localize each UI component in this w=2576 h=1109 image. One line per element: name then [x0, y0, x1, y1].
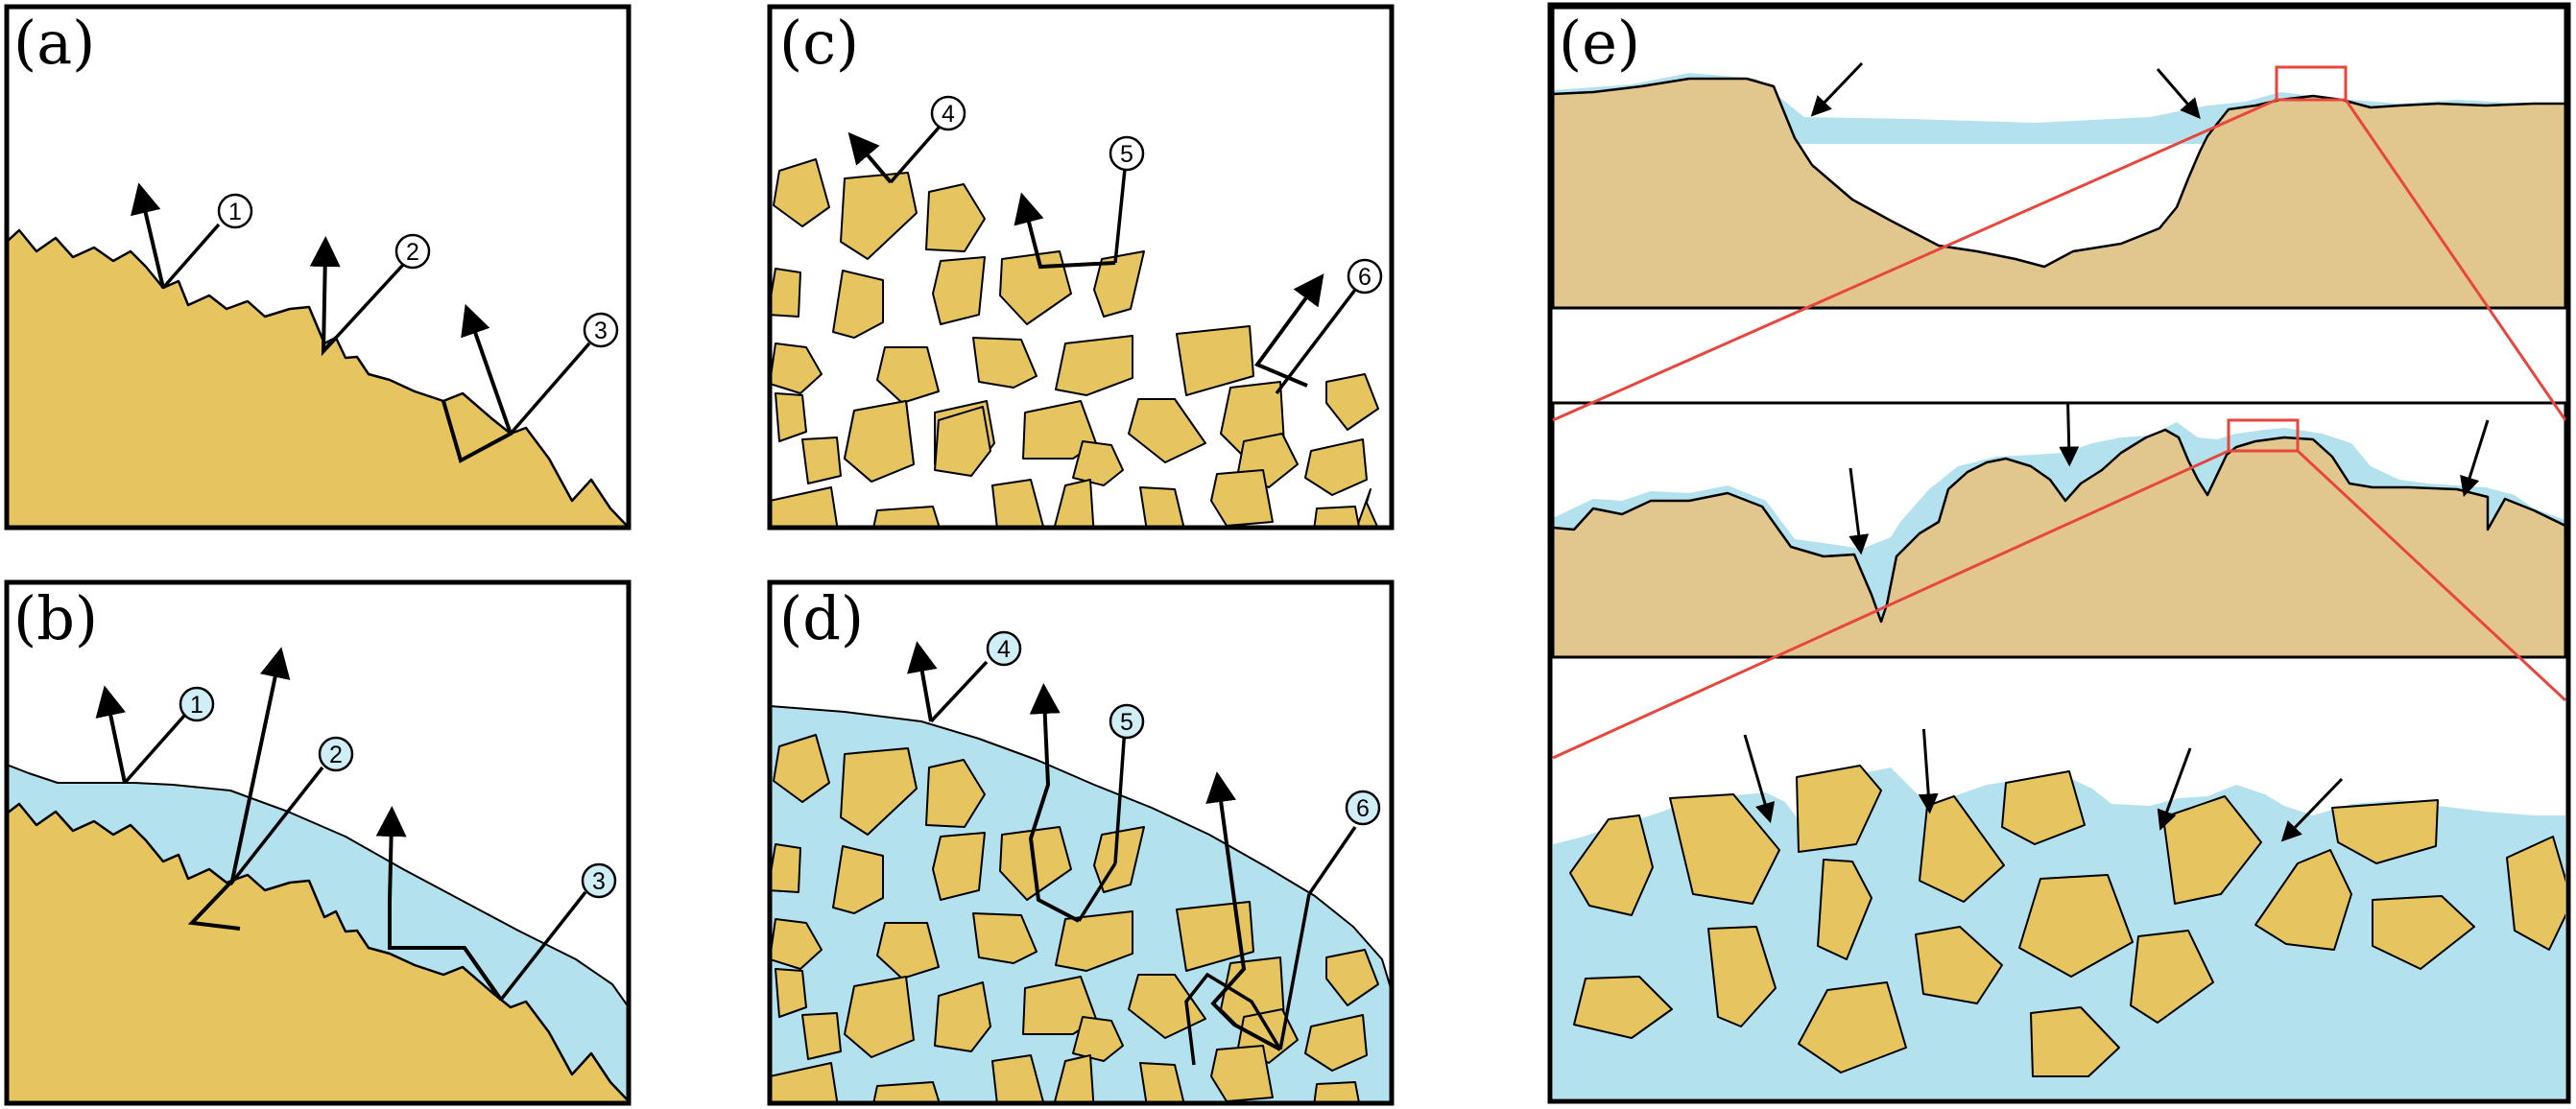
- landscape-soil: [1553, 77, 2565, 308]
- marker-c-4: 4: [930, 95, 966, 131]
- marker-d-5: 5: [1109, 703, 1145, 740]
- marker-b-2: 2: [318, 736, 354, 772]
- panel-e: [1551, 6, 2567, 1098]
- light-path-4: [907, 641, 989, 723]
- zoom-line-1-right: [2344, 99, 2567, 421]
- surface-section: [1553, 403, 2565, 657]
- light-path-6: [1253, 273, 1357, 395]
- zoom-line-2-left: [1552, 449, 2230, 760]
- panel-a-frame: [4, 4, 632, 531]
- panel-b-frame: [4, 579, 632, 1106]
- svg-text:6: 6: [1356, 795, 1370, 822]
- svg-text:4: 4: [997, 636, 1011, 663]
- marker-a-3: 3: [583, 312, 619, 348]
- svg-text:2: 2: [406, 239, 419, 266]
- svg-text:2: 2: [329, 742, 343, 768]
- light-path-5: [1028, 683, 1127, 923]
- landscape-section: [1553, 61, 2565, 308]
- zoom-box-1: [2275, 65, 2348, 102]
- marker-a-2: 2: [394, 233, 431, 270]
- panel-e-frame: [1547, 2, 2571, 1104]
- light-path-3: [441, 303, 591, 463]
- surface-soil: [1553, 428, 2565, 657]
- light-path-4: [847, 117, 948, 184]
- zoom-line-1-left: [1552, 98, 2278, 422]
- panel-b-label: (b): [13, 583, 98, 653]
- light-path-2: [309, 236, 405, 357]
- panel-d-label: (d): [779, 583, 864, 653]
- rough-soil-surface: [7, 802, 629, 1103]
- svg-text:5: 5: [1120, 141, 1133, 168]
- light-path-1: [131, 182, 221, 290]
- svg-text:1: 1: [228, 199, 242, 225]
- grain-scale-section: [1553, 729, 2565, 1098]
- light-path-5: [1014, 168, 1127, 270]
- panel-c-label: (c): [779, 8, 859, 78]
- panel-a-label: (a): [13, 8, 95, 78]
- marker-d-4: 4: [986, 630, 1022, 667]
- zoom-box-2: [2227, 418, 2300, 453]
- grain-cluster: [1569, 765, 2565, 1077]
- panel-c: (c) 4 5 6: [767, 4, 1395, 531]
- light-path-1: [95, 685, 186, 785]
- panel-a: (a) 1 2 3: [4, 4, 632, 531]
- panel-b: (b) 1 2 3: [4, 579, 632, 1106]
- panel-e-label: (e): [1559, 8, 1640, 78]
- grain-cluster: [770, 158, 1379, 528]
- light-path-3: [375, 806, 587, 1002]
- svg-text:6: 6: [1358, 264, 1371, 291]
- marker-a-1: 1: [217, 193, 253, 229]
- svg-text:3: 3: [592, 868, 606, 895]
- marker-b-1: 1: [179, 686, 215, 722]
- svg-text:4: 4: [942, 101, 955, 128]
- marker-b-3: 3: [581, 862, 617, 899]
- rough-soil-surface: [7, 228, 629, 528]
- zoom-line-2-right: [2296, 449, 2567, 702]
- marker-d-6: 6: [1345, 790, 1381, 826]
- svg-text:1: 1: [190, 692, 203, 719]
- panel-d: (d) 4 5 6: [767, 579, 1395, 1106]
- marker-c-6: 6: [1347, 258, 1383, 295]
- panel-d-frame: [767, 579, 1395, 1106]
- landscape-frame: [1551, 6, 2567, 310]
- svg-text:5: 5: [1120, 709, 1133, 736]
- light-path-2: [187, 647, 324, 931]
- svg-text:3: 3: [594, 318, 608, 344]
- light-path-6: [1184, 771, 1357, 1066]
- marker-c-5: 5: [1109, 135, 1145, 172]
- surface-frame: [1551, 401, 2567, 659]
- panel-c-frame: [767, 4, 1395, 531]
